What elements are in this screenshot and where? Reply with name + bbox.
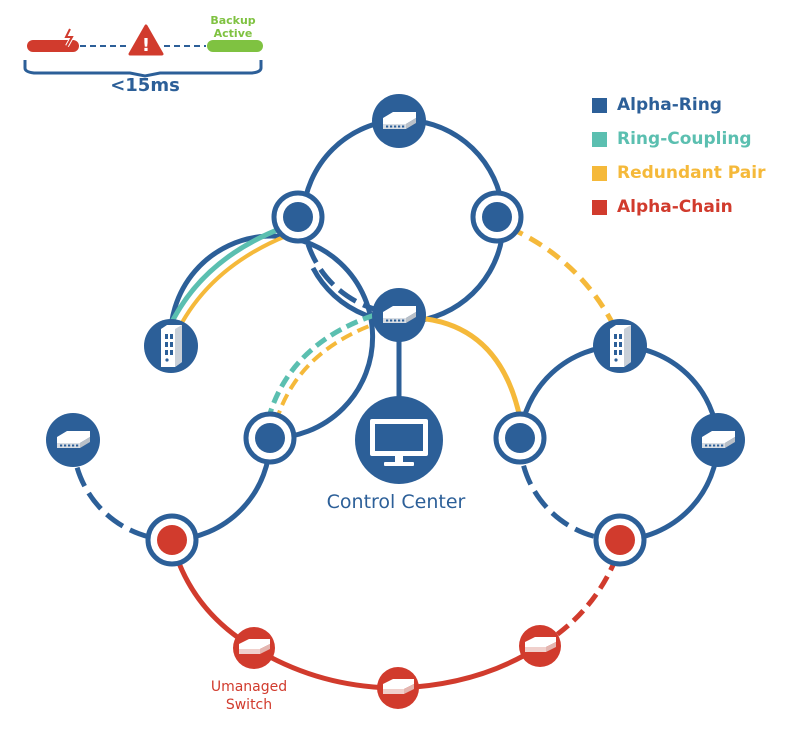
right-ring-switch	[691, 413, 745, 467]
legend-swatch	[592, 165, 607, 181]
unmanaged-switch-label-line2: Switch	[226, 697, 272, 713]
time-bracket	[23, 60, 263, 78]
backup-cable-icon	[207, 40, 263, 52]
din-rail-switch-icon	[610, 325, 631, 367]
legend-label: Ring-Coupling	[617, 129, 752, 149]
top-ring-port-left	[271, 190, 325, 244]
top-ring-switch	[372, 94, 426, 148]
top-ring-solid	[310, 117, 506, 325]
unmanaged-switch-right	[519, 625, 561, 667]
legend-swatch	[592, 97, 607, 113]
legend-item-alpha-chain: Alpha-Chain	[592, 190, 765, 224]
legend-item-alpha-ring: Alpha-Ring	[592, 88, 765, 122]
left-ring-port-right	[243, 411, 297, 465]
broken-cable-icon	[27, 40, 79, 52]
right-ring-port-left	[493, 411, 547, 465]
redundant-pair-link-upper	[174, 234, 287, 335]
right-din-rail-switch	[593, 319, 647, 373]
alpha-chain-segment-3	[397, 643, 542, 691]
time-label: <15ms	[110, 75, 180, 96]
alpha-chain-dashed-segment	[538, 541, 625, 649]
legend-label: Alpha-Chain	[617, 197, 733, 217]
backup-label-line2: Active	[214, 27, 253, 40]
warning-symbol: !	[142, 35, 150, 56]
legend-item-redundant-pair: Redundant Pair	[592, 156, 765, 190]
redundant-pair-link-right	[417, 315, 523, 419]
legend-label: Redundant Pair	[617, 163, 766, 183]
legend-swatch	[592, 199, 607, 215]
redundant-pair-link-lower-dashed	[274, 318, 387, 423]
unmanaged-switch-left	[233, 627, 275, 669]
left-ring-switch	[46, 413, 100, 467]
legend-swatch	[592, 131, 607, 147]
left-chain-port	[145, 513, 199, 567]
redundant-pair-link-dashed-right	[508, 225, 617, 328]
center-switch	[372, 288, 426, 342]
top-ring-port-right	[470, 190, 524, 244]
failover-indicator: ! Backup Active <15ms	[23, 14, 263, 96]
ring-coupling-link-upper	[165, 225, 283, 332]
unmanaged-switch-label-line1: Umanaged	[211, 679, 287, 695]
din-rail-switch-icon	[161, 325, 182, 367]
left-ring-arc-top	[168, 233, 376, 441]
unmanaged-switch-center	[377, 667, 419, 709]
ring-coupling-link-lower	[265, 309, 385, 421]
control-center-label: Control Center	[327, 491, 466, 513]
right-chain-port	[593, 513, 647, 567]
control-center-node	[355, 396, 443, 484]
warning-icon: !	[128, 24, 164, 56]
left-din-rail-switch	[144, 319, 198, 373]
backup-label-line1: Backup	[210, 14, 255, 27]
legend-label: Alpha-Ring	[617, 95, 722, 115]
legend-item-ring-coupling: Ring-Coupling	[592, 122, 765, 156]
monitor-icon	[370, 419, 428, 466]
legend: Alpha-Ring Ring-Coupling Redundant Pair …	[592, 88, 765, 224]
